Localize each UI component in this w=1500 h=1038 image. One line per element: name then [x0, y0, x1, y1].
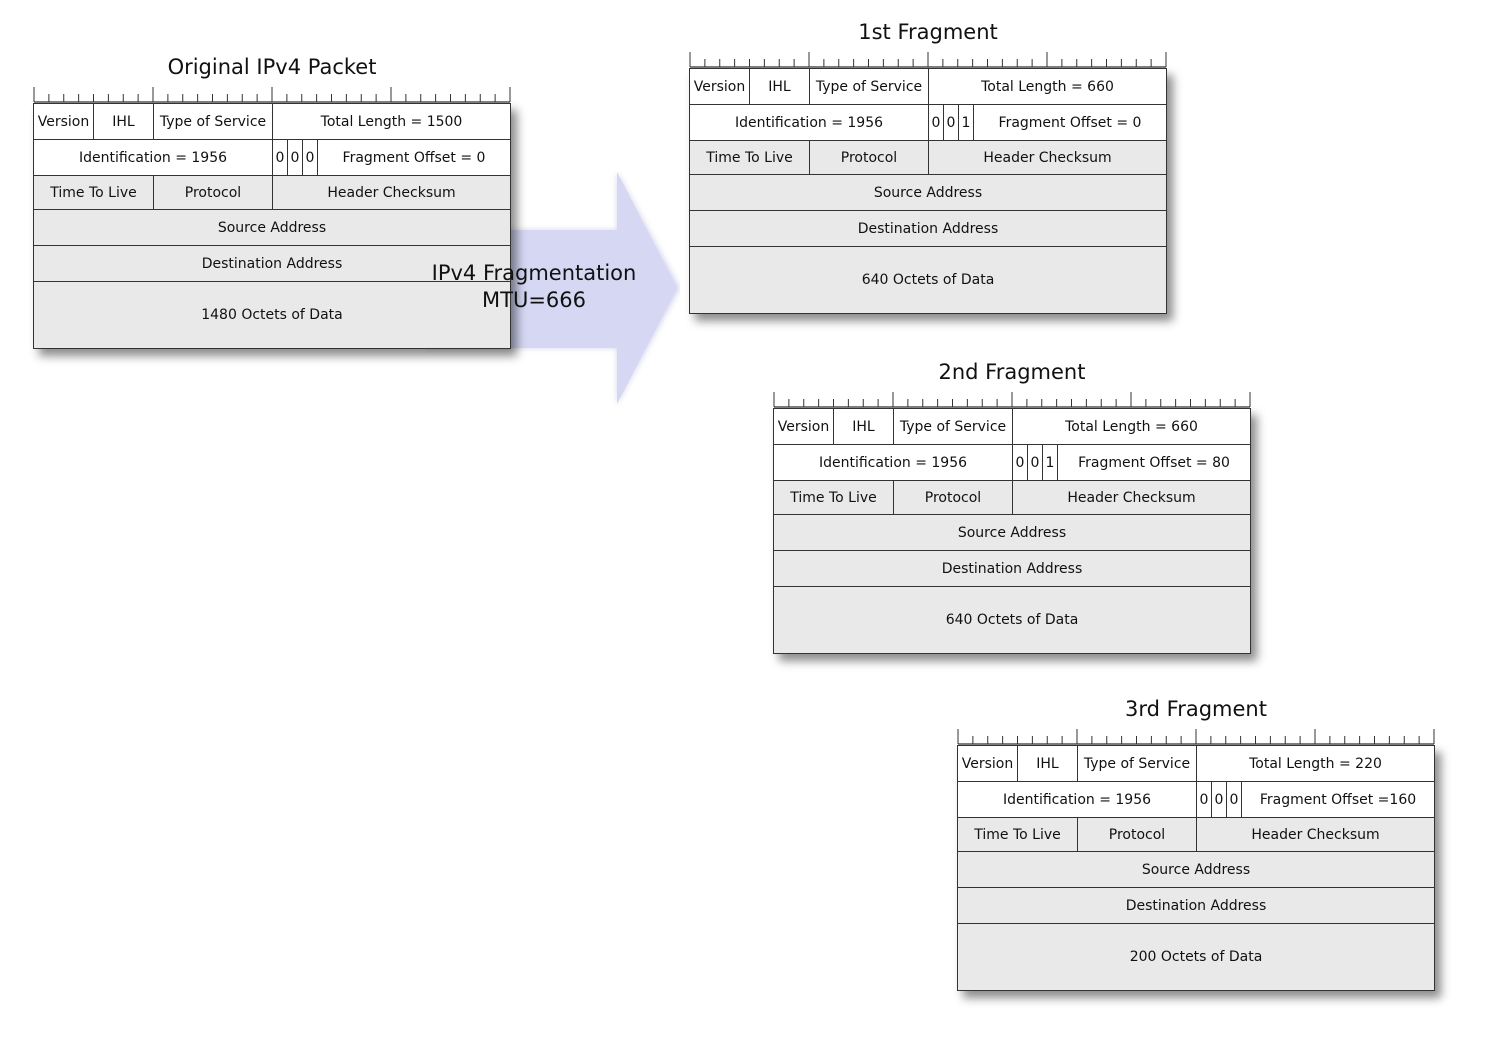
flag-df-cell: 0	[288, 140, 303, 175]
row-data: 640 Octets of Data	[774, 587, 1250, 653]
tos-cell: Type of Service	[1078, 746, 1197, 781]
arrow-label-line2: MTU=666	[482, 288, 586, 312]
total-length-cell: Total Length = 660	[1065, 418, 1198, 435]
fragment-offset-cell: Fragment Offset = 80	[1078, 454, 1230, 471]
data-cell: 1480 Octets of Data	[201, 307, 343, 323]
flag-mf-cell: 1	[1043, 445, 1058, 480]
row-data: 1480 Octets of Data	[34, 282, 510, 348]
row-destination: Destination Address	[774, 551, 1250, 587]
bit-ruler	[689, 52, 1167, 68]
total-length-cell: Total Length = 220	[1249, 755, 1382, 772]
destination-address-cell: Destination Address	[941, 560, 1083, 577]
identification-cell: Identification = 1956	[774, 445, 1013, 480]
ttl-cell: Time To Live	[958, 818, 1078, 851]
bit-ruler	[957, 729, 1435, 745]
tos-cell: Type of Service	[894, 409, 1013, 444]
flag-df-cell: 0	[944, 105, 959, 140]
checksum-cell: Header Checksum	[1067, 489, 1196, 506]
packet-title: Original IPv4 Packet	[167, 55, 377, 79]
version-cell: Version	[34, 104, 94, 139]
protocol-cell: Protocol	[1078, 818, 1197, 851]
protocol-cell: Protocol	[894, 481, 1013, 514]
ihl-cell: IHL	[834, 409, 894, 444]
version-cell: Version	[774, 409, 834, 444]
checksum-cell: Header Checksum	[1251, 826, 1380, 843]
row-source: Source Address	[34, 210, 510, 246]
row-data: 640 Octets of Data	[690, 247, 1166, 313]
total-length-cell: Total Length = 660	[981, 78, 1114, 95]
identification-cell: Identification = 1956	[690, 105, 929, 140]
flag-mf-cell: 0	[303, 140, 318, 175]
flag-df-cell: 0	[1212, 782, 1227, 817]
source-address-cell: Source Address	[957, 524, 1067, 541]
packet-title: 1st Fragment	[858, 20, 998, 44]
row-destination: Destination Address	[34, 246, 510, 282]
flag-mf-cell: 1	[959, 105, 974, 140]
arrow-label-line1: IPv4 Fragmentation	[431, 261, 637, 285]
flag-reserved-cell: 0	[1197, 782, 1212, 817]
total-length-cell: Total Length = 1500	[320, 113, 463, 130]
bit-ruler	[33, 87, 511, 103]
checksum-cell: Header Checksum	[983, 149, 1112, 166]
flag-df-cell: 0	[1028, 445, 1043, 480]
row-destination: Destination Address	[958, 888, 1434, 924]
ihl-cell: IHL	[750, 69, 810, 104]
protocol-cell: Protocol	[154, 176, 273, 209]
protocol-cell: Protocol	[810, 141, 929, 174]
row-source: Source Address	[774, 515, 1250, 551]
fragment-offset-cell: Fragment Offset =160	[1259, 791, 1417, 808]
row-destination: Destination Address	[690, 211, 1166, 247]
flag-reserved-cell: 0	[1013, 445, 1028, 480]
row-source: Source Address	[958, 852, 1434, 888]
tos-cell: Type of Service	[810, 69, 929, 104]
row-data: 200 Octets of Data	[958, 924, 1434, 990]
data-cell: 200 Octets of Data	[1129, 949, 1263, 965]
source-address-cell: Source Address	[217, 219, 327, 236]
destination-address-cell: Destination Address	[201, 255, 343, 272]
fragment-offset-cell: Fragment Offset = 0	[342, 149, 486, 166]
ihl-cell: IHL	[1018, 746, 1078, 781]
ttl-cell: Time To Live	[774, 481, 894, 514]
source-address-cell: Source Address	[873, 184, 983, 201]
identification-cell: Identification = 1956	[958, 782, 1197, 817]
flag-reserved-cell: 0	[273, 140, 288, 175]
destination-address-cell: Destination Address	[1125, 897, 1267, 914]
ihl-cell: IHL	[94, 104, 154, 139]
flag-mf-cell: 0	[1227, 782, 1242, 817]
ttl-cell: Time To Live	[690, 141, 810, 174]
destination-address-cell: Destination Address	[857, 220, 999, 237]
flag-reserved-cell: 0	[929, 105, 944, 140]
checksum-cell: Header Checksum	[327, 184, 456, 201]
packet-title: 3rd Fragment	[1125, 697, 1267, 721]
identification-cell: Identification = 1956	[34, 140, 273, 175]
source-address-cell: Source Address	[1141, 861, 1251, 878]
row-source: Source Address	[690, 175, 1166, 211]
ttl-cell: Time To Live	[34, 176, 154, 209]
packet-title: 2nd Fragment	[938, 360, 1086, 384]
arrow-label: IPv4 Fragmentation MTU=666	[425, 260, 643, 314]
data-cell: 640 Octets of Data	[861, 272, 995, 288]
version-cell: Version	[958, 746, 1018, 781]
bit-ruler	[773, 392, 1251, 408]
version-cell: Version	[690, 69, 750, 104]
fragment-offset-cell: Fragment Offset = 0	[998, 114, 1142, 131]
tos-cell: Type of Service	[154, 104, 273, 139]
data-cell: 640 Octets of Data	[945, 612, 1079, 628]
